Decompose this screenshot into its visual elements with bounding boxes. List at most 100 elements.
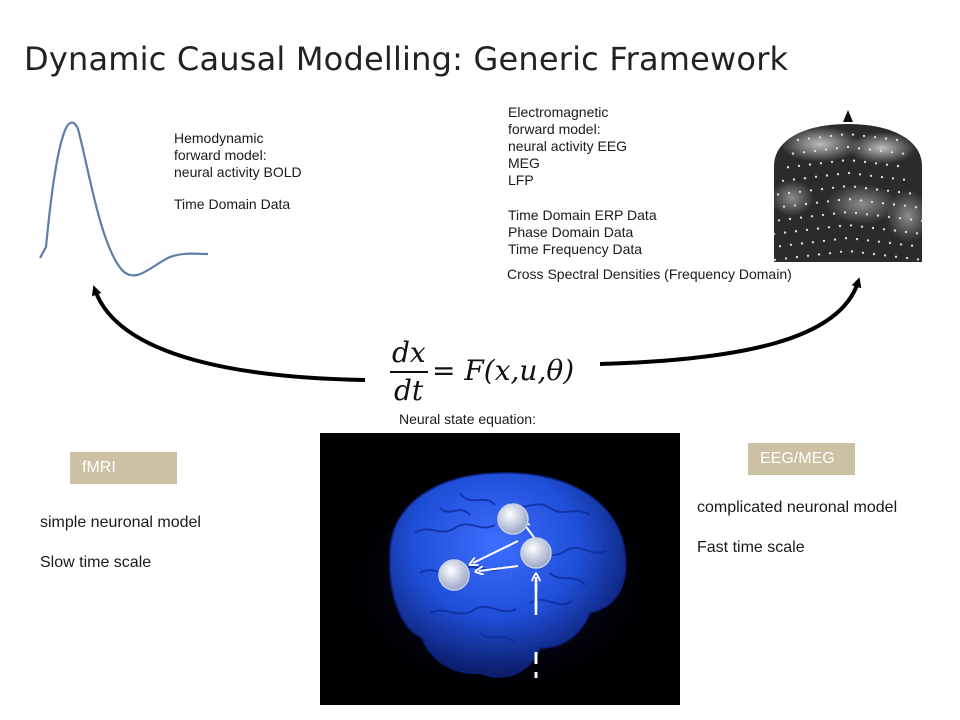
electrode-dot bbox=[838, 224, 842, 228]
electrode-dot bbox=[788, 217, 792, 221]
electrode-dot bbox=[847, 171, 851, 175]
electrode-dot bbox=[908, 192, 912, 195]
eeg-data-type: Time Frequency Data bbox=[508, 241, 643, 257]
electrode-dot bbox=[821, 213, 825, 217]
electrode-dot bbox=[915, 232, 919, 235]
electrode-dot bbox=[910, 244, 914, 247]
electrode-dot bbox=[783, 231, 787, 234]
equation-numerator: dx bbox=[392, 336, 426, 369]
electrode-dot bbox=[774, 232, 776, 236]
electrode-dot bbox=[776, 193, 780, 196]
electrode-dot bbox=[882, 228, 886, 231]
electrode-dot bbox=[849, 224, 853, 227]
simple-model-text: simple neuronal model bbox=[40, 514, 201, 531]
electrode-dot bbox=[868, 148, 872, 151]
equation-rhs: = F(x,u,θ) bbox=[432, 354, 575, 387]
electrode-dot bbox=[817, 253, 821, 256]
fraction-bar bbox=[390, 371, 428, 373]
electromagnetic-model-text: Electromagnetic forward model: neural ac… bbox=[508, 104, 627, 189]
electrode-dot bbox=[873, 136, 877, 139]
arrow-to-fmri bbox=[91, 285, 366, 382]
eeg-scalp-map bbox=[770, 106, 926, 262]
electrode-dot bbox=[831, 186, 835, 189]
electrode-dot bbox=[893, 229, 897, 232]
electrode-dot bbox=[870, 200, 874, 204]
electrode-dot bbox=[890, 151, 894, 154]
electrode-dot bbox=[909, 218, 913, 221]
electrode-dot bbox=[902, 178, 906, 181]
electrode-dot bbox=[786, 166, 790, 169]
electrode-dot bbox=[802, 151, 806, 154]
electrode-dot bbox=[852, 159, 856, 162]
electrode-dot bbox=[860, 225, 864, 228]
brain-image bbox=[320, 433, 680, 705]
electrode-dot bbox=[796, 138, 800, 142]
electrode-dot bbox=[820, 187, 824, 191]
electrode-dot bbox=[841, 159, 845, 162]
electrode-dot bbox=[864, 187, 868, 190]
electrode-dot bbox=[830, 160, 834, 164]
electrode-dot bbox=[777, 219, 781, 222]
electrode-dot bbox=[818, 136, 822, 139]
electrode-dot bbox=[894, 255, 898, 258]
electromagnetic-line: Electromagnetic bbox=[508, 104, 609, 120]
electromagnetic-line: LFP bbox=[508, 172, 534, 188]
electrode-dot bbox=[914, 206, 918, 209]
electrode-dot bbox=[839, 250, 843, 253]
electrode-dot bbox=[794, 230, 798, 233]
neural-node bbox=[520, 537, 552, 569]
electrode-dot bbox=[810, 215, 814, 218]
electromagnetic-line: neural activity EEG bbox=[508, 138, 628, 154]
electrode-dot bbox=[884, 137, 888, 140]
electrode-dot bbox=[851, 133, 855, 136]
electrode-dot bbox=[874, 162, 878, 165]
electrode-dot bbox=[905, 256, 909, 260]
electrode-dot bbox=[904, 230, 908, 234]
electrode-dot bbox=[854, 211, 858, 215]
electrode-dot bbox=[887, 215, 891, 219]
electrode-dot bbox=[789, 243, 793, 246]
electrode-dot bbox=[859, 199, 863, 202]
electrode-dot bbox=[881, 202, 885, 205]
electrode-dot bbox=[822, 239, 826, 243]
electrode-dot bbox=[835, 147, 839, 150]
electrode-dot bbox=[844, 237, 848, 240]
electrode-dot bbox=[891, 177, 895, 180]
electrode-dot bbox=[840, 133, 844, 136]
electrode-dot bbox=[885, 163, 889, 166]
electrode-dot bbox=[842, 185, 846, 188]
electrode-dot bbox=[895, 138, 899, 142]
arrow-to-eeg bbox=[599, 277, 862, 366]
electrode-dot bbox=[793, 204, 797, 207]
electrode-dot bbox=[920, 219, 922, 223]
electrode-dot bbox=[816, 227, 820, 230]
electrode-dot bbox=[774, 258, 777, 262]
cross-spectral-text: Cross Spectral Densities (Frequency Doma… bbox=[507, 266, 792, 282]
electromagnetic-line: forward model: bbox=[508, 121, 601, 137]
electrode-dot bbox=[855, 237, 859, 241]
electrode-dot bbox=[803, 177, 807, 180]
bold-response-curve bbox=[39, 121, 209, 277]
electrode-dot bbox=[837, 198, 841, 202]
electrode-dot bbox=[787, 191, 791, 195]
hemodynamic-model-text: Hemodynamic forward model: neural activi… bbox=[174, 130, 302, 181]
fmri-badge: fMRI bbox=[70, 452, 177, 484]
eeg-meg-badge: EEG/MEG bbox=[748, 443, 855, 475]
electrode-dot bbox=[848, 198, 852, 201]
electrode-dot bbox=[825, 174, 829, 177]
electrode-dot bbox=[781, 179, 785, 182]
page-title: Dynamic Causal Modelling: Generic Framew… bbox=[24, 40, 789, 78]
electrode-dot bbox=[819, 162, 823, 165]
electrode-dot bbox=[833, 238, 837, 241]
neural-node bbox=[497, 503, 529, 535]
fmri-data-type: Time Domain Data bbox=[174, 196, 291, 212]
electrode-dot bbox=[791, 152, 795, 155]
electrode-dot bbox=[826, 200, 830, 203]
hemodynamic-line: neural activity BOLD bbox=[174, 164, 302, 180]
electrode-dot bbox=[824, 148, 828, 151]
electrode-dot bbox=[797, 164, 801, 168]
electrode-dot bbox=[901, 152, 905, 155]
eeg-data-types: Time Domain ERP Data Phase Domain Data T… bbox=[508, 207, 657, 258]
electrode-dot bbox=[828, 252, 832, 255]
